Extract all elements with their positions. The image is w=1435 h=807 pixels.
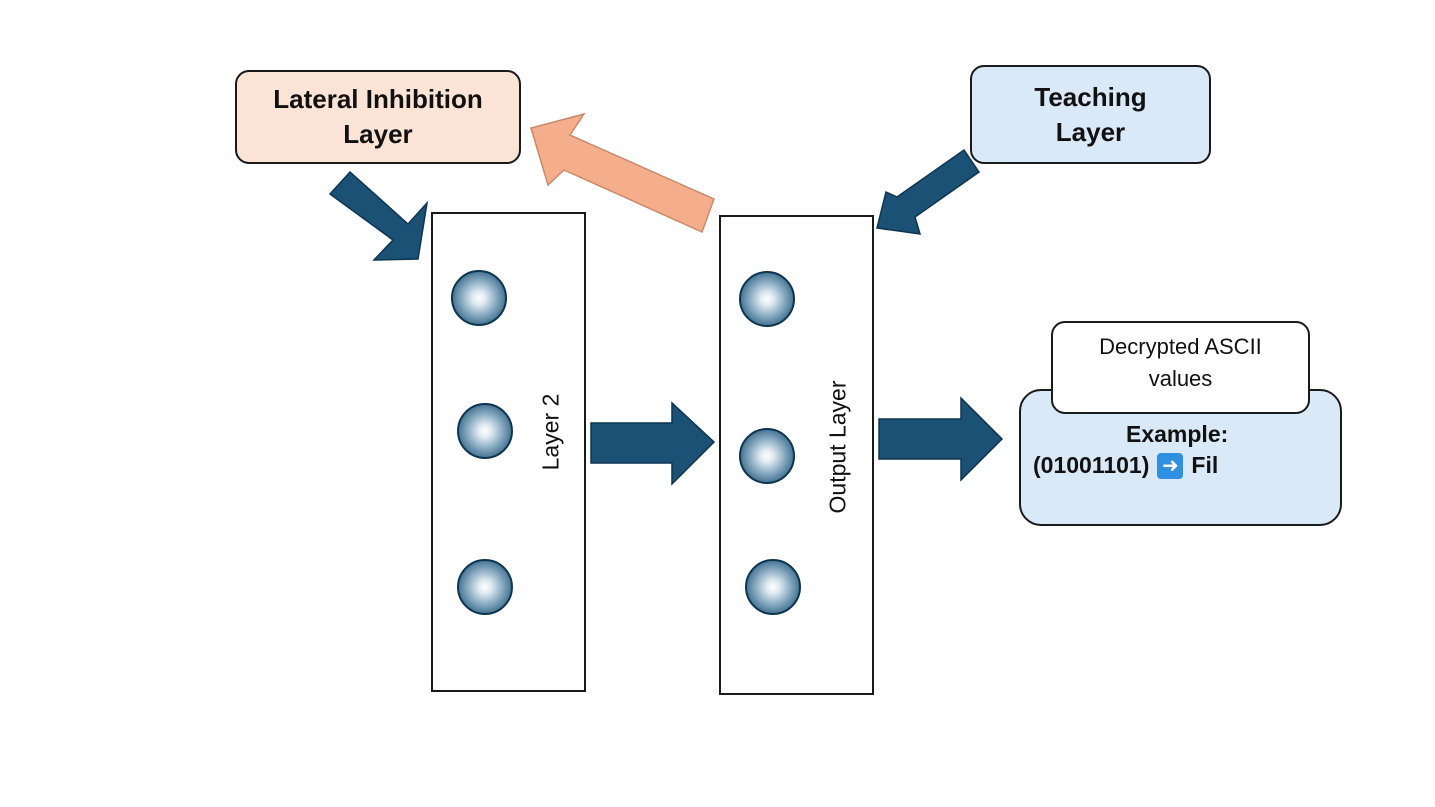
lateral-title-line2: Layer [343, 119, 413, 149]
output-neuron [739, 428, 795, 484]
teaching-to-output-arrow [876, 148, 981, 235]
example-binary: (01001101) [1033, 452, 1150, 478]
lateral-to-layer2-arrow [328, 170, 429, 261]
example-line: (01001101) ➜ Fil [1033, 452, 1218, 479]
output-neuron [739, 271, 795, 327]
result-caption-box: Decrypted ASCII values [1051, 321, 1310, 414]
example-label: Example: [1126, 421, 1229, 447]
output-neuron [745, 559, 801, 615]
teaching-title-line1: Teaching [1034, 81, 1147, 112]
layer2-neuron [451, 270, 507, 326]
teaching-title-line2: Layer [1055, 116, 1126, 147]
right-arrow-icon: ➜ [1157, 452, 1184, 479]
lateral-inhibition-layer-box: Lateral Inhibition Layer [235, 70, 521, 164]
layer2-rect [431, 212, 586, 692]
result-caption-line2: values [1148, 365, 1213, 391]
output-to-lateral-arrow [530, 112, 715, 234]
layer2-label: Layer 2 [537, 393, 564, 471]
layer2-to-output-arrow [590, 401, 716, 486]
teaching-layer-box: Teaching Layer [970, 65, 1211, 164]
result-caption-line1: Decrypted ASCII [1099, 333, 1262, 359]
lateral-title-line1: Lateral Inhibition [273, 84, 483, 114]
output-layer-label: Output Layer [824, 380, 851, 514]
output-to-result-arrow [878, 396, 1004, 482]
example-output: Fil [1191, 452, 1219, 478]
layer2-neuron [457, 559, 513, 615]
layer2-neuron [457, 403, 513, 459]
